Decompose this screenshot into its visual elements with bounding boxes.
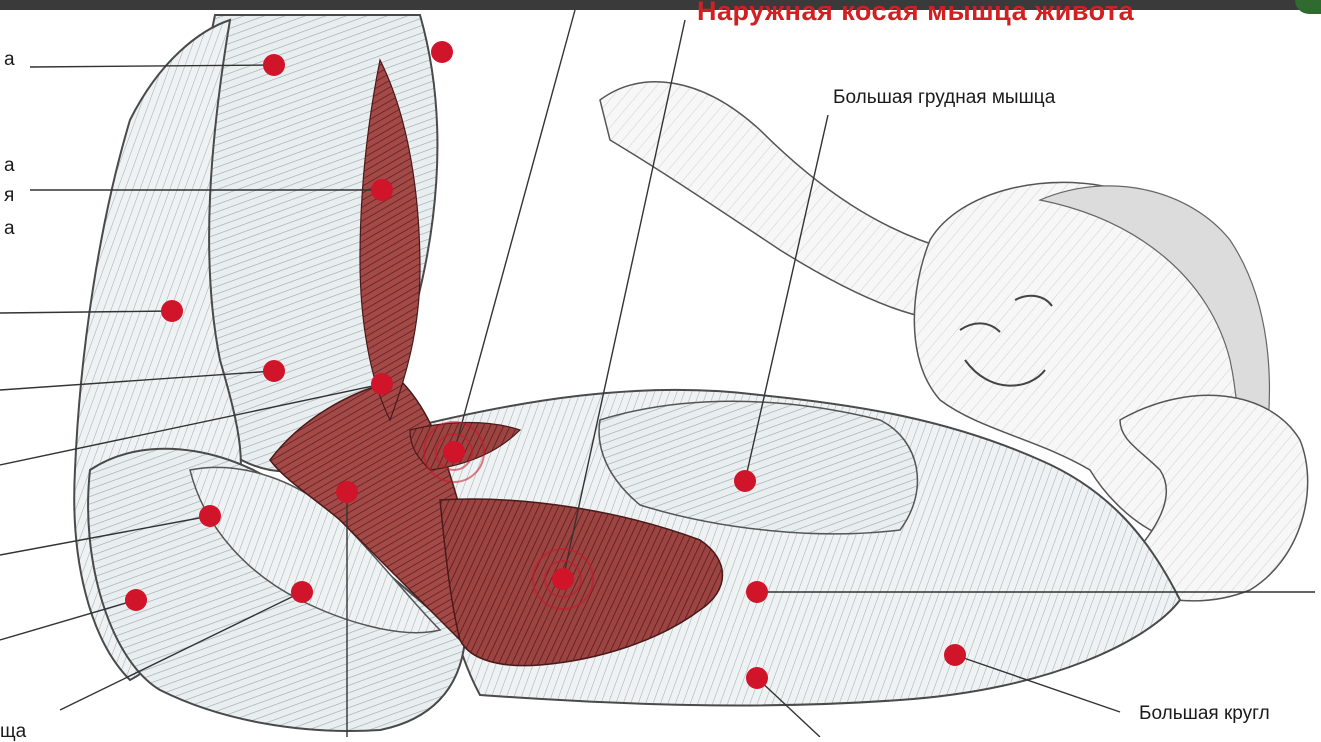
- label-fragment-left-3: а: [4, 219, 15, 238]
- muscle-marker-dot: [125, 589, 147, 611]
- label-fragment-bottom-left: ща: [0, 722, 26, 741]
- leader-line: [454, 10, 575, 452]
- muscle-marker-dot: [263, 54, 285, 76]
- muscle-marker-dot: [291, 581, 313, 603]
- muscle-marker-dot: [944, 644, 966, 666]
- muscle-marker-dot: [746, 667, 768, 689]
- muscle-marker-dot: [199, 505, 221, 527]
- muscle-marker-dot: [746, 581, 768, 603]
- label-fragment-left-2: я: [4, 186, 14, 205]
- muscle-marker-dot: [161, 300, 183, 322]
- muscle-marker-dot: [371, 179, 393, 201]
- muscle-marker-dot: [336, 481, 358, 503]
- muscle-marker-dot: [734, 470, 756, 492]
- label-teres-major: Большая кругл: [1139, 704, 1270, 723]
- label-pectoralis-major: Большая грудная мышца: [833, 88, 1055, 107]
- muscle-marker-dot: [371, 373, 393, 395]
- label-fragment-top-left: а: [4, 50, 15, 69]
- label-fragment-left-1: а: [4, 156, 15, 175]
- muscle-marker-dot: [443, 441, 465, 463]
- muscle-marker-dot: [263, 360, 285, 382]
- muscle-marker-dot: [552, 568, 574, 590]
- diagram-title: Наружная косая мышца живота: [697, 0, 1134, 25]
- muscle-marker-dot: [431, 41, 453, 63]
